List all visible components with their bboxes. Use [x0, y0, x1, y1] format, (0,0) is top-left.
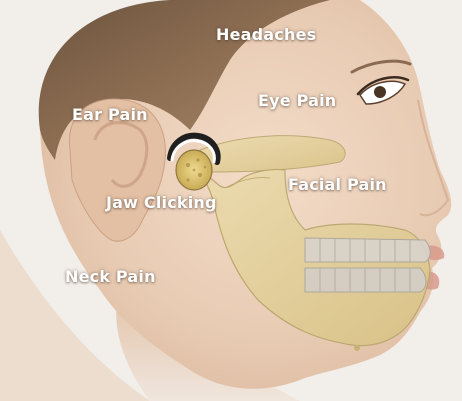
- label-eye-pain: Eye Pain: [258, 91, 336, 110]
- label-facial-pain: Facial Pain: [288, 175, 387, 194]
- mental-foramen: [354, 345, 360, 351]
- label-jaw-clicking: Jaw Clicking: [106, 193, 217, 212]
- iris: [374, 86, 386, 98]
- label-headaches: Headaches: [216, 25, 316, 44]
- label-ear-pain: Ear Pain: [72, 105, 148, 124]
- label-neck-pain: Neck Pain: [65, 267, 156, 286]
